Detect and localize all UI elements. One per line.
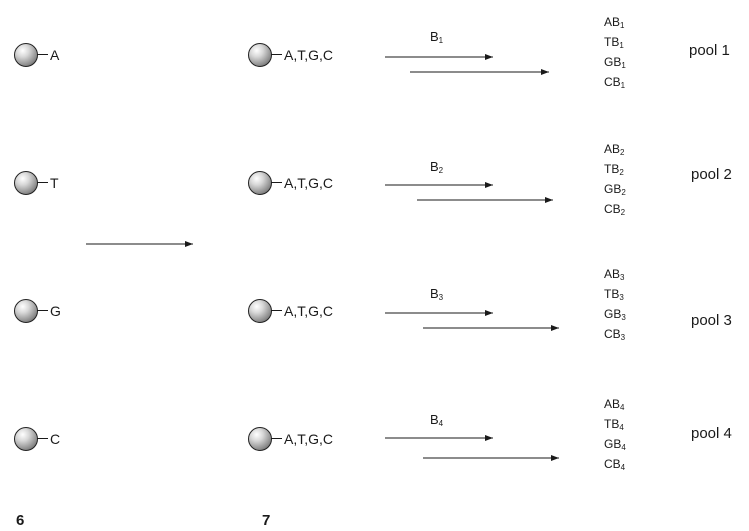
left-label-c: C bbox=[50, 431, 61, 447]
bond-c bbox=[37, 438, 48, 439]
product-item: AB3 bbox=[604, 267, 625, 282]
bead-mix-2-icon bbox=[248, 171, 272, 195]
bead-c-icon bbox=[14, 427, 38, 451]
product-item: TB3 bbox=[604, 287, 624, 302]
middle-label-4: A,T,G,C bbox=[284, 431, 334, 447]
product-item: CB3 bbox=[604, 327, 626, 342]
bond-mix-1 bbox=[271, 54, 282, 55]
pool-1-products: AB1 TB1 GB1 CB1 bbox=[604, 12, 626, 92]
bond-mix-2 bbox=[271, 182, 282, 183]
product-item: TB2 bbox=[604, 162, 624, 177]
bond-t bbox=[37, 182, 48, 183]
pool-3-reagent: B3 bbox=[430, 286, 444, 302]
bond-a bbox=[37, 54, 48, 55]
bead-t-icon bbox=[14, 171, 38, 195]
product-item: AB2 bbox=[604, 142, 625, 157]
pool-2-label: pool 2 bbox=[691, 166, 732, 183]
pool-4-reagent: B4 bbox=[430, 412, 444, 428]
bead-g-icon bbox=[14, 299, 38, 323]
compound-number-6: 6 bbox=[16, 512, 25, 529]
left-label-a: A bbox=[50, 47, 60, 63]
pool-3-products: AB3 TB3 GB3 CB3 bbox=[604, 264, 626, 344]
bead-a-icon bbox=[14, 43, 38, 67]
product-item: TB4 bbox=[604, 417, 624, 432]
left-label-t: T bbox=[50, 175, 59, 191]
product-item: TB1 bbox=[604, 35, 624, 50]
product-item: GB4 bbox=[604, 437, 626, 452]
pool-4-products: AB4 TB4 GB4 CB4 bbox=[604, 394, 626, 474]
product-item: CB1 bbox=[604, 75, 626, 90]
bead-mix-1-icon bbox=[248, 43, 272, 67]
product-item: GB1 bbox=[604, 55, 626, 70]
middle-label-3: A,T,G,C bbox=[284, 303, 334, 319]
pool-3-label: pool 3 bbox=[691, 312, 732, 329]
pool-1-reagent: B1 bbox=[430, 29, 444, 45]
product-item: GB3 bbox=[604, 307, 626, 322]
bead-mix-4-icon bbox=[248, 427, 272, 451]
bond-mix-4 bbox=[271, 438, 282, 439]
product-item: CB4 bbox=[604, 457, 626, 472]
pool-2-products: AB2 TB2 GB2 CB2 bbox=[604, 139, 626, 219]
bond-g bbox=[37, 310, 48, 311]
middle-label-1: A,T,G,C bbox=[284, 47, 334, 63]
bond-mix-3 bbox=[271, 310, 282, 311]
left-label-g: G bbox=[50, 303, 61, 319]
pool-4-label: pool 4 bbox=[691, 425, 732, 442]
product-item: GB2 bbox=[604, 182, 626, 197]
compound-number-7: 7 bbox=[262, 512, 271, 529]
product-item: AB4 bbox=[604, 397, 625, 412]
pool-2-reagent: B2 bbox=[430, 159, 444, 175]
product-item: AB1 bbox=[604, 15, 625, 30]
middle-label-2: A,T,G,C bbox=[284, 175, 334, 191]
pool-1-label: pool 1 bbox=[689, 42, 730, 59]
product-item: CB2 bbox=[604, 202, 626, 217]
bead-mix-3-icon bbox=[248, 299, 272, 323]
